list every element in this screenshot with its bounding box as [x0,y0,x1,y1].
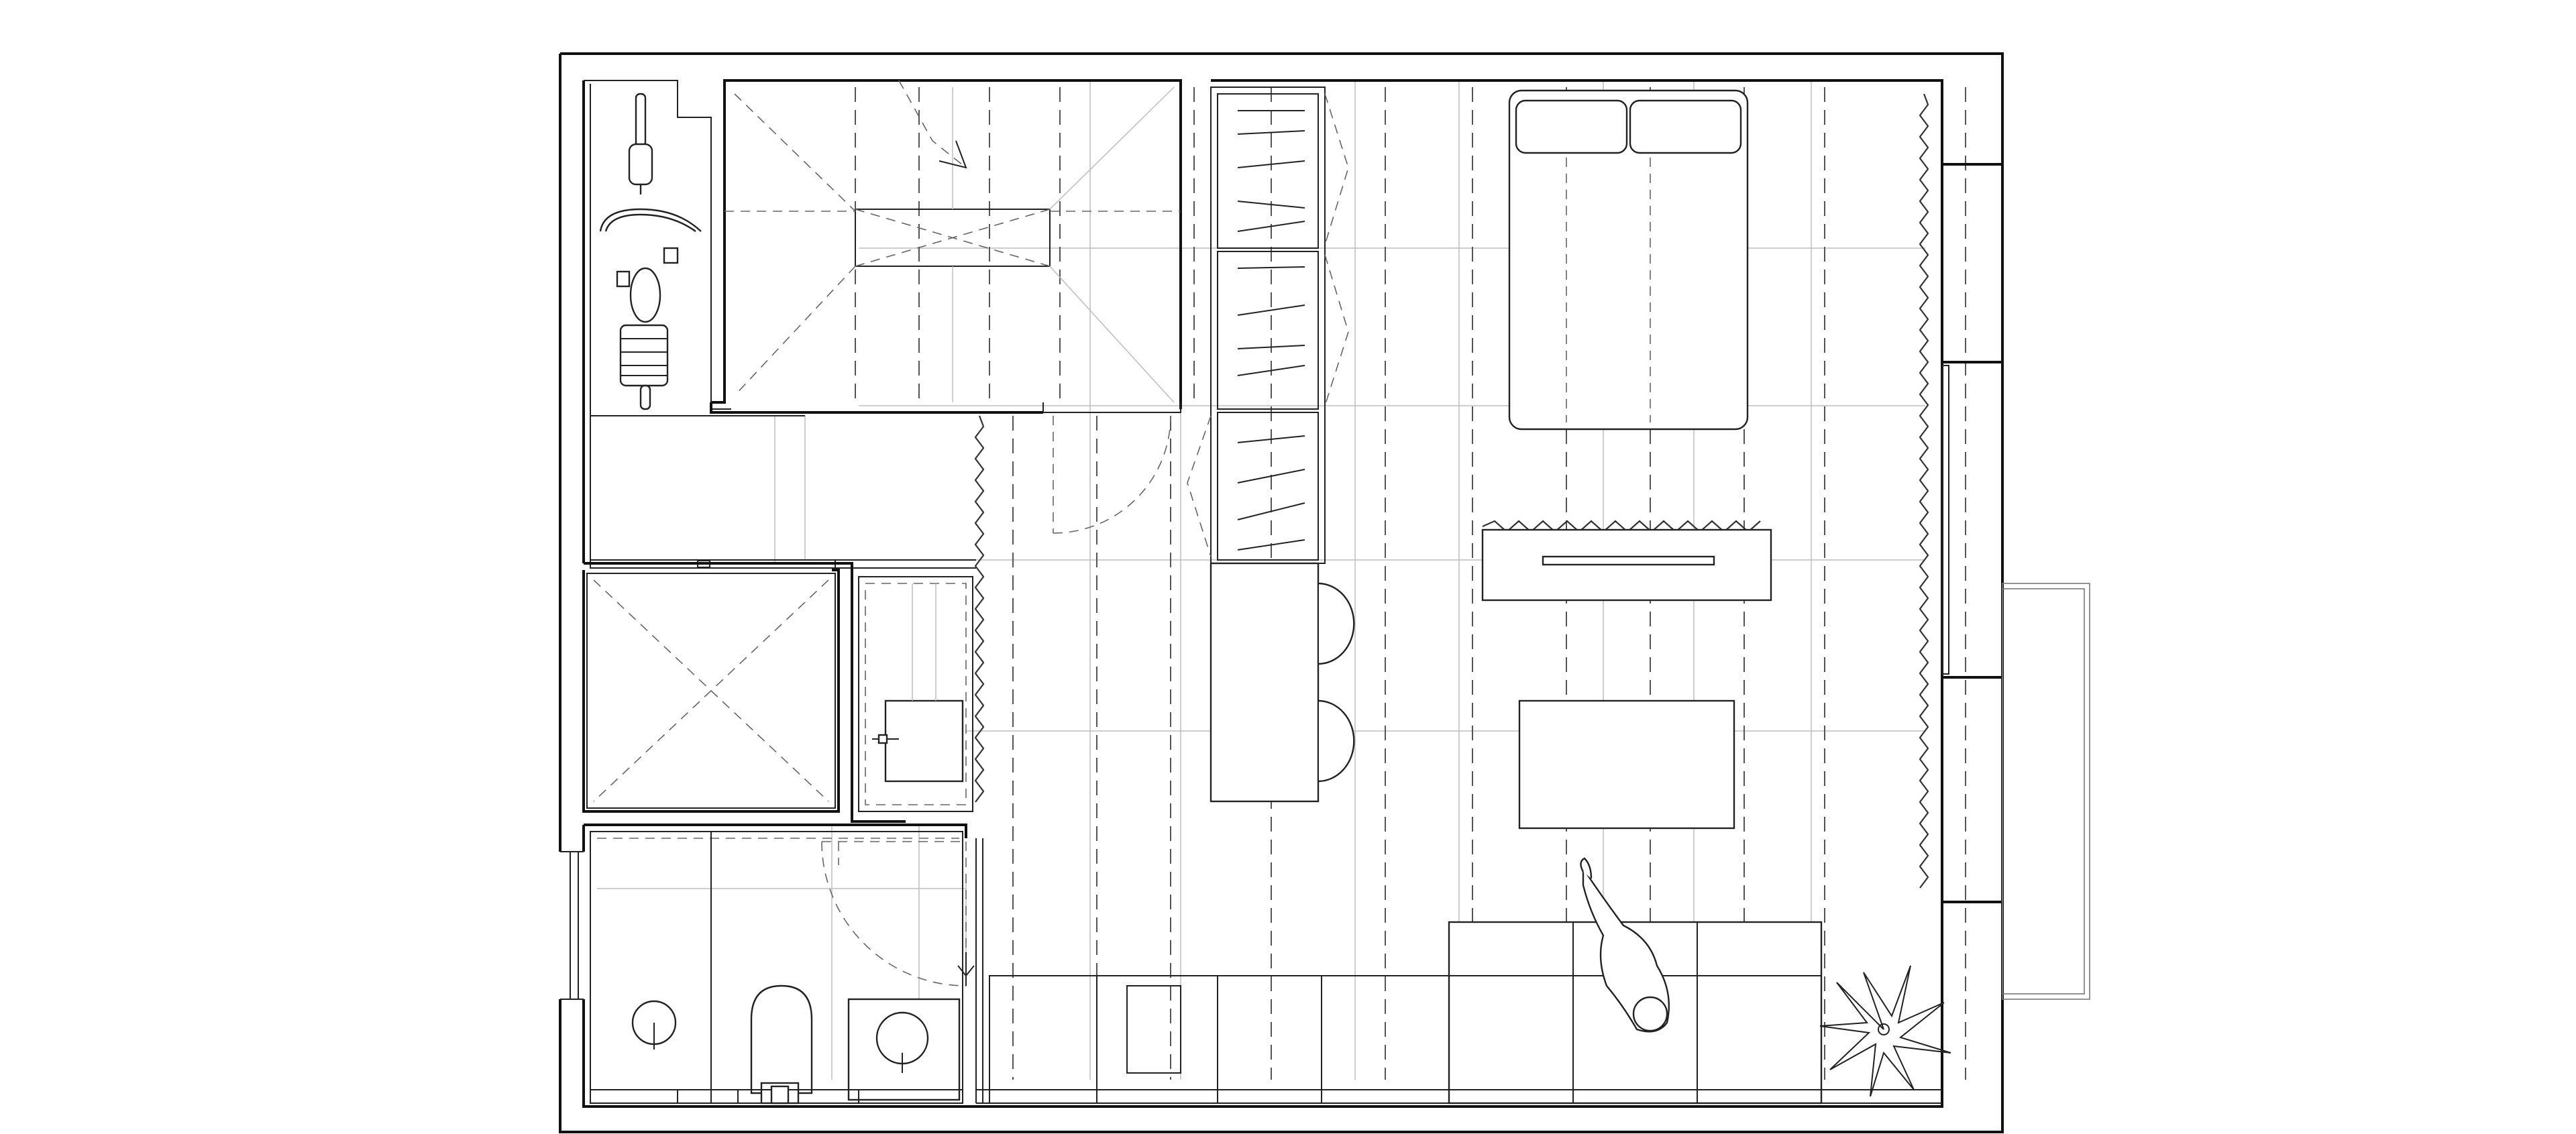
washbasin-niche [858,576,973,812]
entry-door [1053,415,1171,534]
exercise-bike [584,80,805,560]
balcony [2002,583,2090,1000]
storage-cabinets [975,838,1942,1104]
elevator-shaft [582,562,906,823]
staircase [710,79,1182,414]
tv-console [1481,528,1772,602]
coffee-table [1518,699,1735,830]
wardrobe [1187,87,1349,564]
curtain [974,93,1929,889]
person [1580,857,1670,1033]
kitchen-counter [1210,562,1355,803]
bathroom [584,824,975,1104]
potted-plant [1819,965,1951,1097]
double-bed [1508,89,1749,431]
